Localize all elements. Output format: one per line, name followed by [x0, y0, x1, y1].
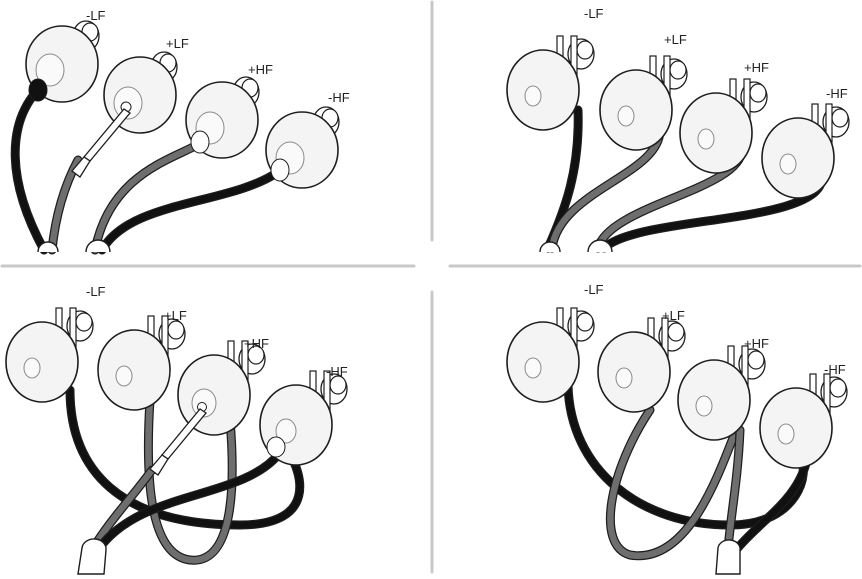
panel-top-right: -LF +LF +HF -HF — [506, 6, 850, 253]
capacitor-hf-plus — [185, 76, 260, 159]
terminal-label-hf-plus: +HF — [744, 336, 769, 351]
cable-end — [587, 239, 613, 253]
terminal-label-hf-minus: -HF — [326, 364, 348, 379]
black-wire — [12, 88, 48, 254]
capacitor-lf-plus — [71, 51, 178, 178]
terminal-label-hf-plus: +HF — [248, 62, 273, 77]
terminal-label-lf-plus: +LF — [664, 32, 687, 47]
capacitor-hf-minus — [759, 373, 848, 469]
wire-group — [65, 385, 305, 575]
capacitor-hf-minus — [259, 370, 348, 466]
panel-top-left: -LF +LF +HF -HF — [10, 8, 350, 255]
terminal-label-lf-minus: -LF — [86, 8, 106, 23]
cable-end — [37, 241, 59, 253]
terminal-label-hf-minus: -HF — [328, 90, 350, 105]
terminal-label-hf-minus: -HF — [826, 86, 848, 101]
gray-wire — [607, 406, 744, 559]
gray-wire — [548, 126, 664, 252]
cable-end — [539, 241, 561, 253]
black-wire — [98, 168, 282, 254]
capacitor-lf-minus — [506, 35, 595, 131]
capacitor-lf-minus — [506, 307, 595, 403]
terminal-label-hf-minus: -HF — [824, 362, 846, 377]
capacitor-hf-plus — [149, 340, 266, 476]
wire-group — [563, 380, 813, 575]
capacitor-lf-plus — [599, 55, 688, 151]
capacitor-hf-plus — [679, 78, 768, 174]
cable-end — [85, 239, 111, 253]
panel-bottom-left: -LF +LF +HF -HF — [5, 284, 348, 575]
capacitor-lf-plus — [597, 317, 686, 413]
capacitor-hf-minus — [265, 106, 340, 189]
cable-end — [77, 538, 107, 575]
terminal-label-lf-plus: +LF — [164, 308, 187, 323]
cable-end — [715, 539, 741, 575]
black-wire — [732, 451, 812, 554]
terminal-label-lf-minus: -LF — [86, 284, 106, 299]
terminal-label-lf-plus: +LF — [166, 36, 189, 51]
black-wire — [94, 451, 282, 554]
panel-bottom-right: -LF +LF +HF -HF — [506, 282, 848, 575]
black-wire — [66, 386, 303, 529]
capacitor-hf-minus — [761, 103, 850, 199]
terminal-label-lf-minus: -LF — [584, 282, 604, 297]
terminal-label-hf-plus: +HF — [244, 336, 269, 351]
wire-group — [10, 87, 283, 255]
capacitor-lf-minus — [25, 20, 100, 103]
capacitor-lf-plus — [97, 315, 186, 411]
terminal-label-lf-plus: +LF — [662, 308, 685, 323]
terminal-label-lf-minus: -LF — [584, 6, 604, 21]
capacitor-hf-plus — [677, 345, 766, 441]
capacitor-lf-minus — [5, 307, 94, 403]
terminal-label-hf-plus: +HF — [744, 60, 769, 75]
gray-wire — [91, 141, 201, 254]
